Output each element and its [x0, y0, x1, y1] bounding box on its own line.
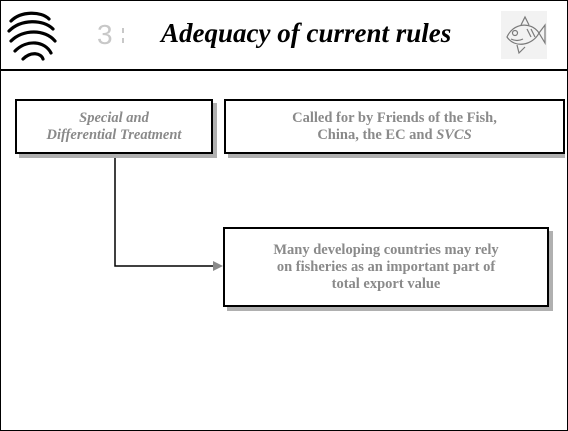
svcs-label: SVCS [436, 126, 472, 143]
developing-box-line-2: on fisheries as an important part of [276, 258, 496, 275]
slide-header: 3 Adequacy of current rules [1, 0, 567, 71]
slide-title: Adequacy of current rules [161, 18, 452, 48]
fish-illustration-icon [501, 11, 547, 59]
slide-number-tick [122, 28, 124, 43]
special-box-line-1: Special and [79, 109, 149, 126]
wto-swirl-logo-icon [7, 11, 57, 61]
connector-arrowhead [213, 261, 223, 271]
called-for-by-box: Called for by Friends of the Fish, China… [224, 99, 565, 154]
special-box-line-2: Differential Treatment [46, 126, 182, 143]
called-box-line-2-text: China, the EC and [317, 126, 437, 143]
developing-box-line-1: Many developing countries may rely [273, 241, 499, 258]
connector-line [114, 154, 213, 267]
developing-box-line-3: total export value [331, 275, 441, 292]
called-box-line-1: Called for by Friends of the Fish, [292, 109, 497, 126]
developing-countries-box: Many developing countries may rely on fi… [223, 227, 549, 307]
called-box-line-2: China, the EC and SVCS [292, 127, 497, 144]
slide-number: 3 [97, 19, 113, 50]
special-differential-treatment-box: Special and Differential Treatment [15, 99, 213, 154]
